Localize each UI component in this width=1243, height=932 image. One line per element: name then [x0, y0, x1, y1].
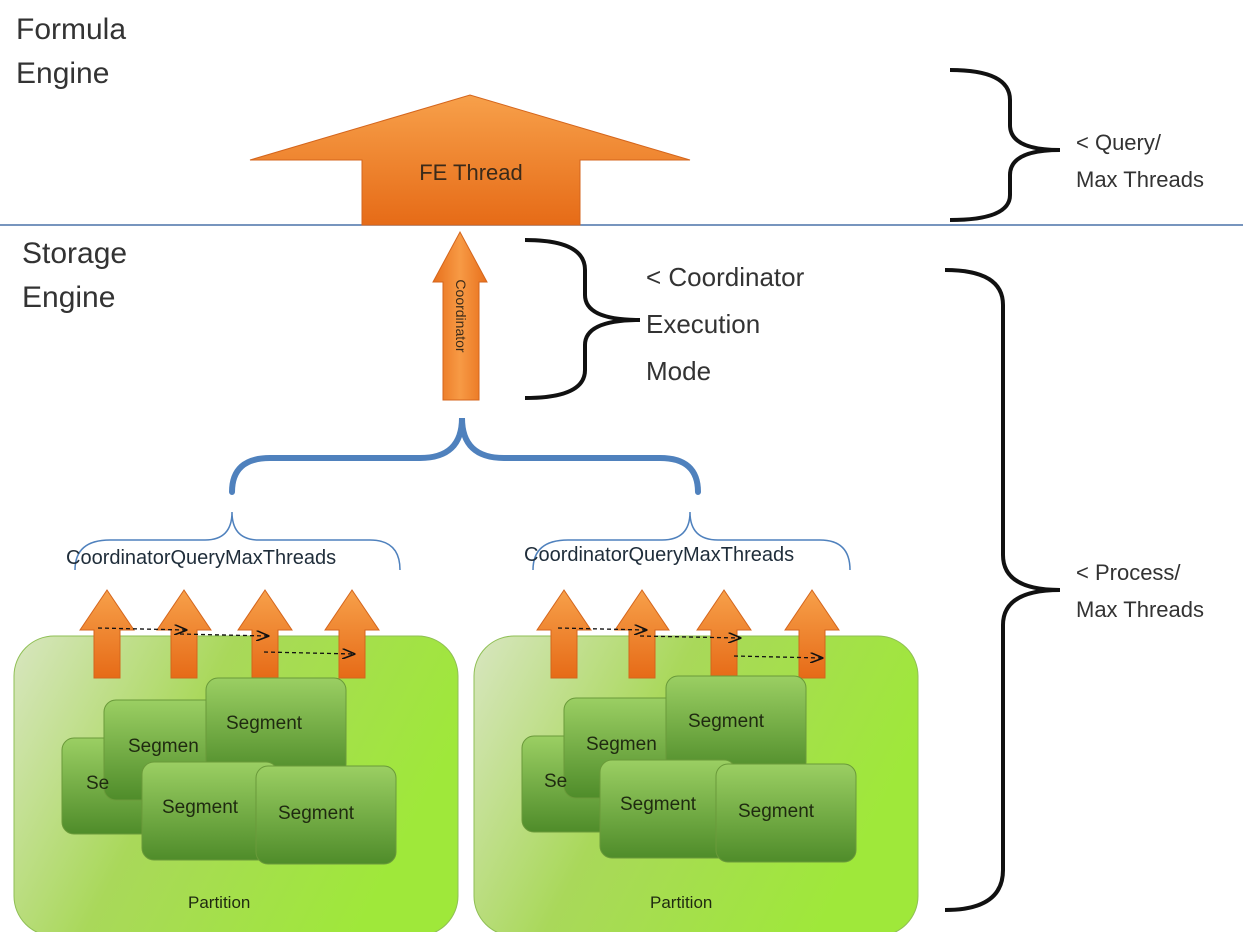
storage-engine-line2: Engine — [22, 281, 116, 314]
coordinator-arrow — [432, 230, 488, 401]
formula-engine-title: Formula Engine — [16, 8, 126, 96]
partition-label-right: Partition — [650, 893, 713, 912]
fe-thread-label: FE Thread — [419, 160, 523, 185]
query-max-threads-line1: < Query/ — [1076, 130, 1161, 155]
thread-link-left-2 — [179, 634, 268, 636]
coordinator-execution-line1: < Coordinator — [646, 262, 805, 292]
partition-label-left: Partition — [188, 893, 251, 912]
query-max-threads-annotation: < Query/ Max Threads — [1076, 124, 1204, 198]
caption-brace-left — [74, 511, 401, 571]
coordinator-execution-brace — [524, 238, 641, 400]
storage-engine-title: Storage Engine — [22, 232, 127, 320]
fe-thread-arrow — [249, 94, 691, 226]
coordinator-execution-line2: Execution — [646, 309, 761, 339]
segment-label-left-2: Segmen — [128, 736, 199, 757]
process-max-threads-brace — [944, 268, 1061, 912]
thread-link-right-2 — [639, 636, 740, 638]
thread-arrow-left-1 — [79, 589, 135, 679]
segment-label-right-3: Segment — [688, 711, 765, 732]
formula-engine-line1: Formula — [16, 13, 127, 46]
caption-brace-right — [532, 511, 851, 571]
segment-box-right-5 — [715, 763, 857, 863]
group-caption-right: CoordinatorQueryMaxThreads — [524, 544, 795, 566]
thread-arrow-right-4 — [784, 589, 840, 679]
segment-label-left-5: Segment — [278, 803, 355, 824]
segment-label-right-5: Segment — [738, 801, 815, 822]
segment-label-right-4: Segment — [620, 794, 697, 815]
thread-link-left-1 — [97, 628, 186, 630]
thread-arrow-left-4 — [324, 589, 380, 679]
segment-box-left-5 — [255, 765, 397, 865]
thread-arrow-right-1 — [536, 589, 592, 679]
query-max-threads-line2: Max Threads — [1076, 167, 1204, 192]
process-max-threads-annotation: < Process/ Max Threads — [1076, 554, 1204, 628]
group-caption-left: CoordinatorQueryMaxThreads — [66, 547, 337, 569]
formula-engine-line2: Engine — [16, 57, 110, 90]
coordinator-label: Coordinator — [453, 279, 469, 353]
storage-engine-line1: Storage — [22, 237, 128, 270]
segment-label-right-2: Segmen — [586, 734, 657, 755]
coordinator-execution-line3: Mode — [646, 356, 712, 386]
thread-link-right-3 — [733, 656, 822, 658]
process-max-threads-line2: Max Threads — [1076, 597, 1204, 622]
coordinator-execution-mode-annotation: < Coordinator Execution Mode — [646, 254, 804, 395]
thread-link-left-3 — [263, 652, 354, 654]
segment-label-left-4: Segment — [162, 797, 239, 818]
segment-label-right-1: Se — [544, 771, 568, 792]
thread-link-right-1 — [557, 628, 646, 630]
process-max-threads-line1: < Process/ — [1076, 560, 1181, 585]
group-span-brace — [229, 417, 701, 495]
segment-label-left-1: Se — [86, 773, 110, 794]
query-max-threads-brace — [949, 68, 1061, 222]
segment-label-left-3: Segment — [226, 713, 303, 734]
